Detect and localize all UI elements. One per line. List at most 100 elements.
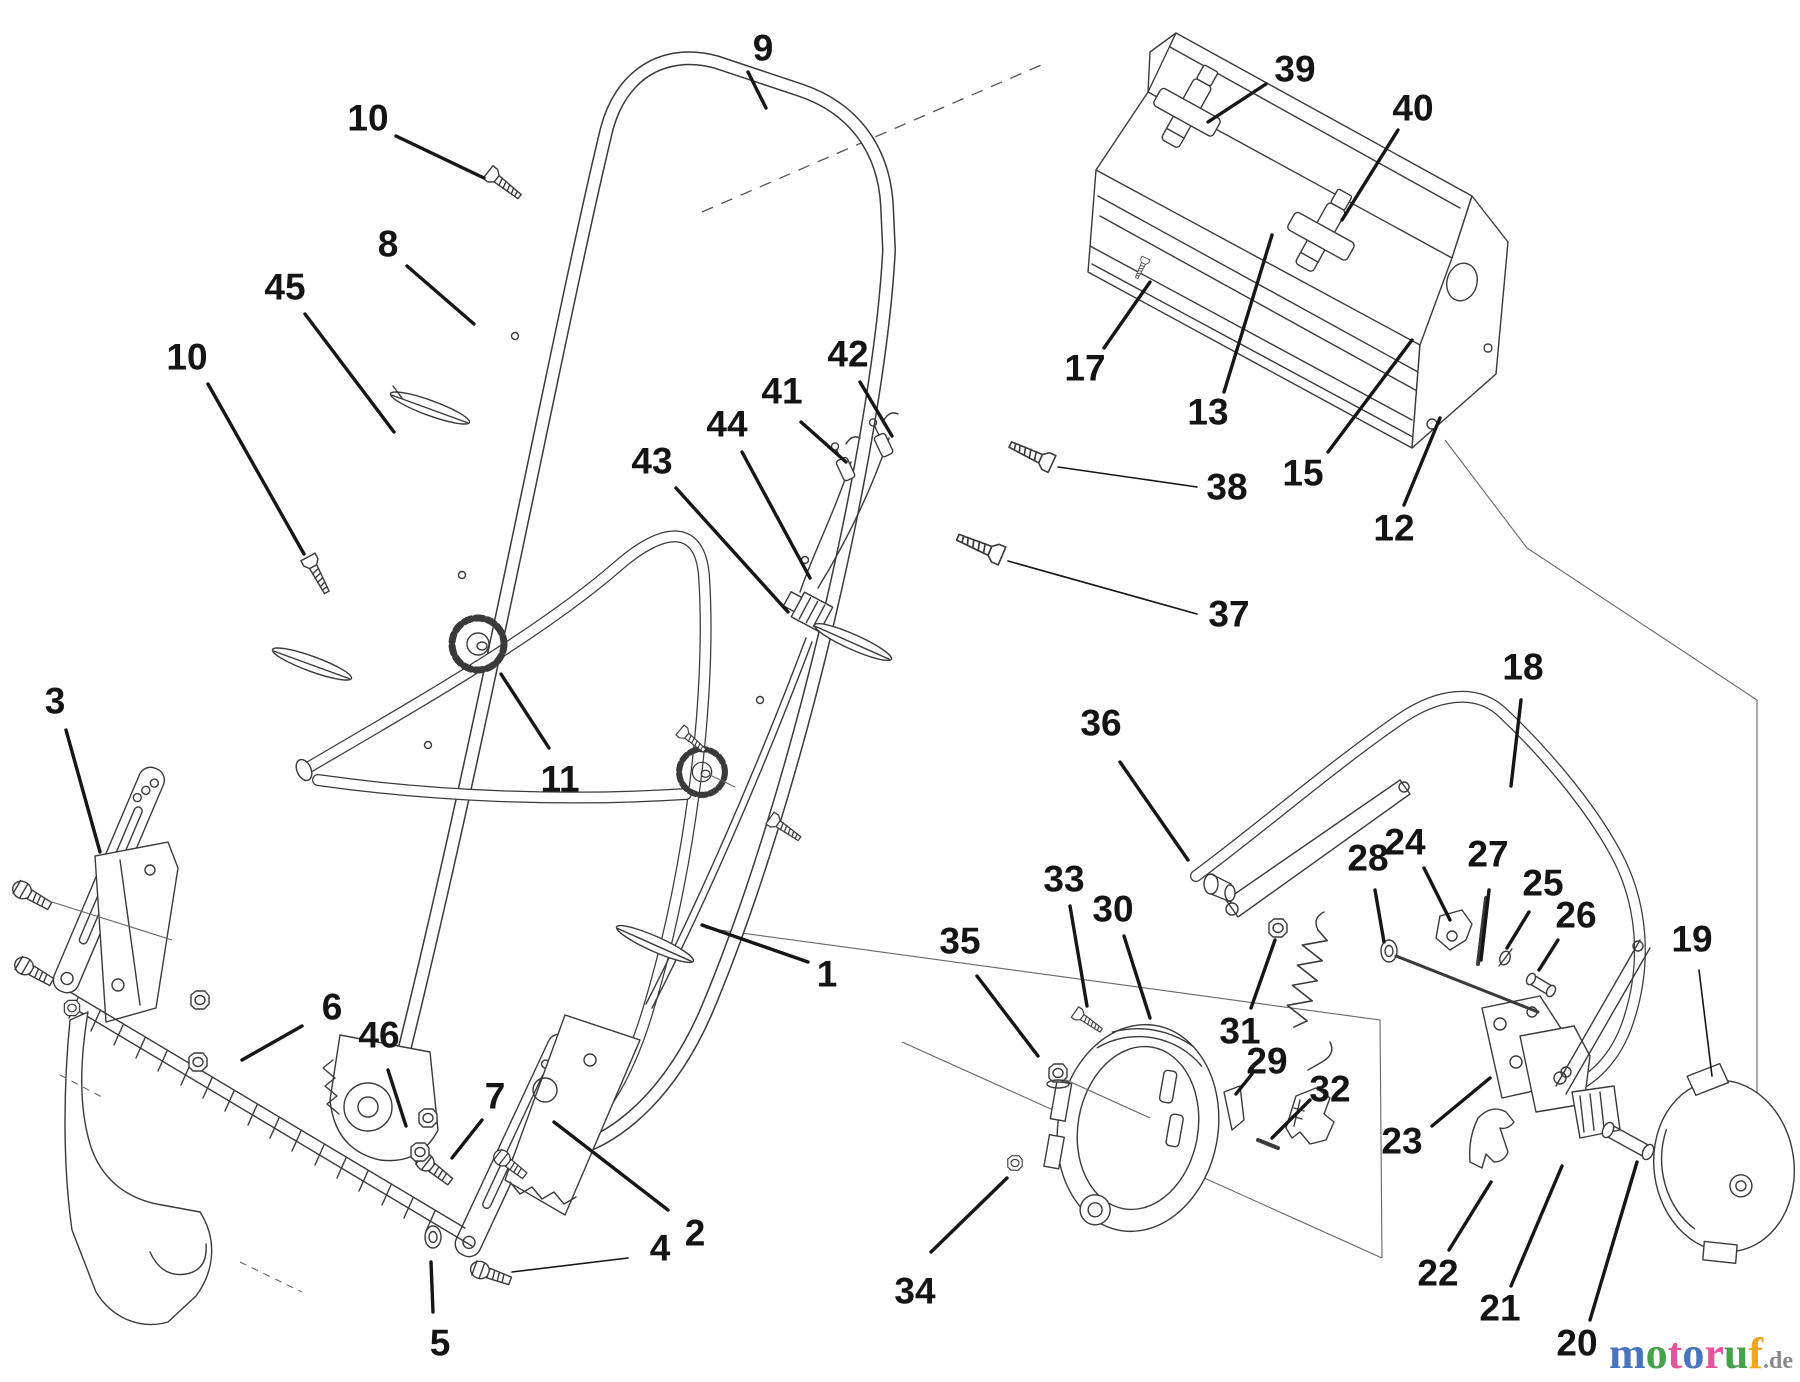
callout-12: 12 xyxy=(1373,507,1414,548)
leader-line-13 xyxy=(1222,233,1274,394)
leader-line-2 xyxy=(552,1120,670,1212)
leader-line-15 xyxy=(1326,338,1414,454)
leader-line-1 xyxy=(700,923,810,964)
handle-clamps xyxy=(269,385,896,969)
logo-letter: t xyxy=(1668,1329,1683,1378)
leader-line-27 xyxy=(1479,888,1491,962)
callout-35: 35 xyxy=(939,920,980,961)
callout-39: 39 xyxy=(1274,48,1315,89)
callout-9: 9 xyxy=(753,27,774,68)
leader-line-5 xyxy=(429,1260,435,1314)
leader-line-20 xyxy=(1588,1160,1639,1322)
callout-3: 3 xyxy=(45,680,66,721)
callout-29: 29 xyxy=(1246,1040,1287,1081)
leader-line-11 xyxy=(499,672,551,750)
leader-line-9 xyxy=(746,70,768,110)
leader-line-42 xyxy=(858,380,894,438)
callout-13: 13 xyxy=(1187,391,1228,432)
logo-letter: m xyxy=(1609,1329,1646,1378)
logo-letter: o xyxy=(1682,1329,1704,1378)
leader-line-33 xyxy=(1068,904,1089,1008)
leader-line-43 xyxy=(674,486,790,614)
logo-letter: o xyxy=(1646,1329,1668,1378)
callout-8: 8 xyxy=(378,223,399,264)
callout-34: 34 xyxy=(894,1270,936,1311)
leader-line-21 xyxy=(1509,1164,1564,1288)
leader-line-10 xyxy=(394,134,486,180)
leader-line-38 xyxy=(1057,466,1198,488)
callout-19: 19 xyxy=(1671,918,1712,959)
leader-line-32 xyxy=(1270,1098,1312,1140)
callout-20: 20 xyxy=(1556,1322,1597,1363)
leader-line-40 xyxy=(1340,128,1400,222)
logo-letter: r xyxy=(1704,1329,1724,1378)
leader-line-22 xyxy=(1447,1180,1493,1252)
leader-line-26 xyxy=(1537,938,1560,972)
leader-line-29 xyxy=(1234,1072,1254,1096)
callout-2: 2 xyxy=(685,1212,706,1253)
leader-line-28 xyxy=(1373,888,1386,944)
callout-28: 28 xyxy=(1347,837,1388,878)
leader-line-46 xyxy=(386,1068,408,1128)
leader-line-4 xyxy=(511,1257,629,1273)
leader-line-34 xyxy=(929,1176,1009,1254)
callout-40: 40 xyxy=(1392,87,1433,128)
leader-line-41 xyxy=(799,420,848,464)
control-cables xyxy=(645,412,899,1009)
callout-10: 10 xyxy=(347,97,388,138)
leader-line-35 xyxy=(975,974,1040,1058)
callout-22: 22 xyxy=(1417,1252,1458,1293)
leader-line-3 xyxy=(64,728,102,854)
deck-bracket-assembly xyxy=(51,901,641,1326)
callout-18: 18 xyxy=(1502,646,1543,687)
callout-23: 23 xyxy=(1381,1120,1422,1161)
callout-36: 36 xyxy=(1080,702,1121,743)
callout-5: 5 xyxy=(430,1322,451,1363)
callout-44: 44 xyxy=(706,403,748,444)
callout-11: 11 xyxy=(540,758,579,799)
leader-line-25 xyxy=(1505,910,1531,950)
upper-handle-tube xyxy=(379,51,897,1157)
callout-41: 41 xyxy=(761,370,802,411)
leader-line-7 xyxy=(450,1118,484,1160)
motoruf-logo[interactable]: motoruf.de xyxy=(1609,1329,1793,1378)
leader-line-6 xyxy=(240,1024,304,1062)
callout-4: 4 xyxy=(650,1227,671,1268)
callout-46: 46 xyxy=(358,1014,399,1055)
wheel-housing-right xyxy=(1652,1062,1796,1265)
leader-line-30 xyxy=(1122,934,1152,1020)
leader-line-44 xyxy=(740,450,812,580)
callout-7: 7 xyxy=(485,1075,506,1116)
callout-10: 10 xyxy=(166,336,207,377)
callout-38: 38 xyxy=(1206,466,1247,507)
height-linkage-cluster xyxy=(1203,873,1655,1169)
wheel-housing-left xyxy=(1043,1023,1220,1233)
logo-suffix: .de xyxy=(1763,1348,1793,1374)
leader-line-8 xyxy=(405,264,476,326)
leader-line-18 xyxy=(1509,698,1523,788)
leader-line-31 xyxy=(1249,938,1277,1010)
callout-32: 32 xyxy=(1309,1068,1350,1109)
leader-line-24 xyxy=(1422,866,1452,922)
leader-line-19 xyxy=(1698,969,1713,1077)
leader-line-45 xyxy=(303,312,396,434)
logo-letter: u xyxy=(1724,1329,1748,1378)
callout-30: 30 xyxy=(1092,888,1133,929)
callout-31: 31 xyxy=(1219,1010,1260,1051)
right-handle-tube xyxy=(1190,690,1646,1096)
leader-line-37 xyxy=(1007,560,1198,615)
hardware xyxy=(8,164,1288,1290)
callout-15: 15 xyxy=(1282,452,1323,493)
callout-17: 17 xyxy=(1064,347,1105,388)
callout-37: 37 xyxy=(1208,593,1249,634)
leader-line-12 xyxy=(1402,416,1442,507)
callout-33: 33 xyxy=(1043,858,1084,899)
leader-line-36 xyxy=(1118,760,1190,862)
callout-24: 24 xyxy=(1384,821,1426,862)
callout-43: 43 xyxy=(631,440,672,481)
callout-42: 42 xyxy=(827,333,868,374)
side-plate-left xyxy=(94,841,179,1023)
callout-layer: 9 10 8 4 5 10 42 41 44 43 39 40 17 13 15 12 38 37 18 3 36 11 2… xyxy=(45,27,1713,1363)
